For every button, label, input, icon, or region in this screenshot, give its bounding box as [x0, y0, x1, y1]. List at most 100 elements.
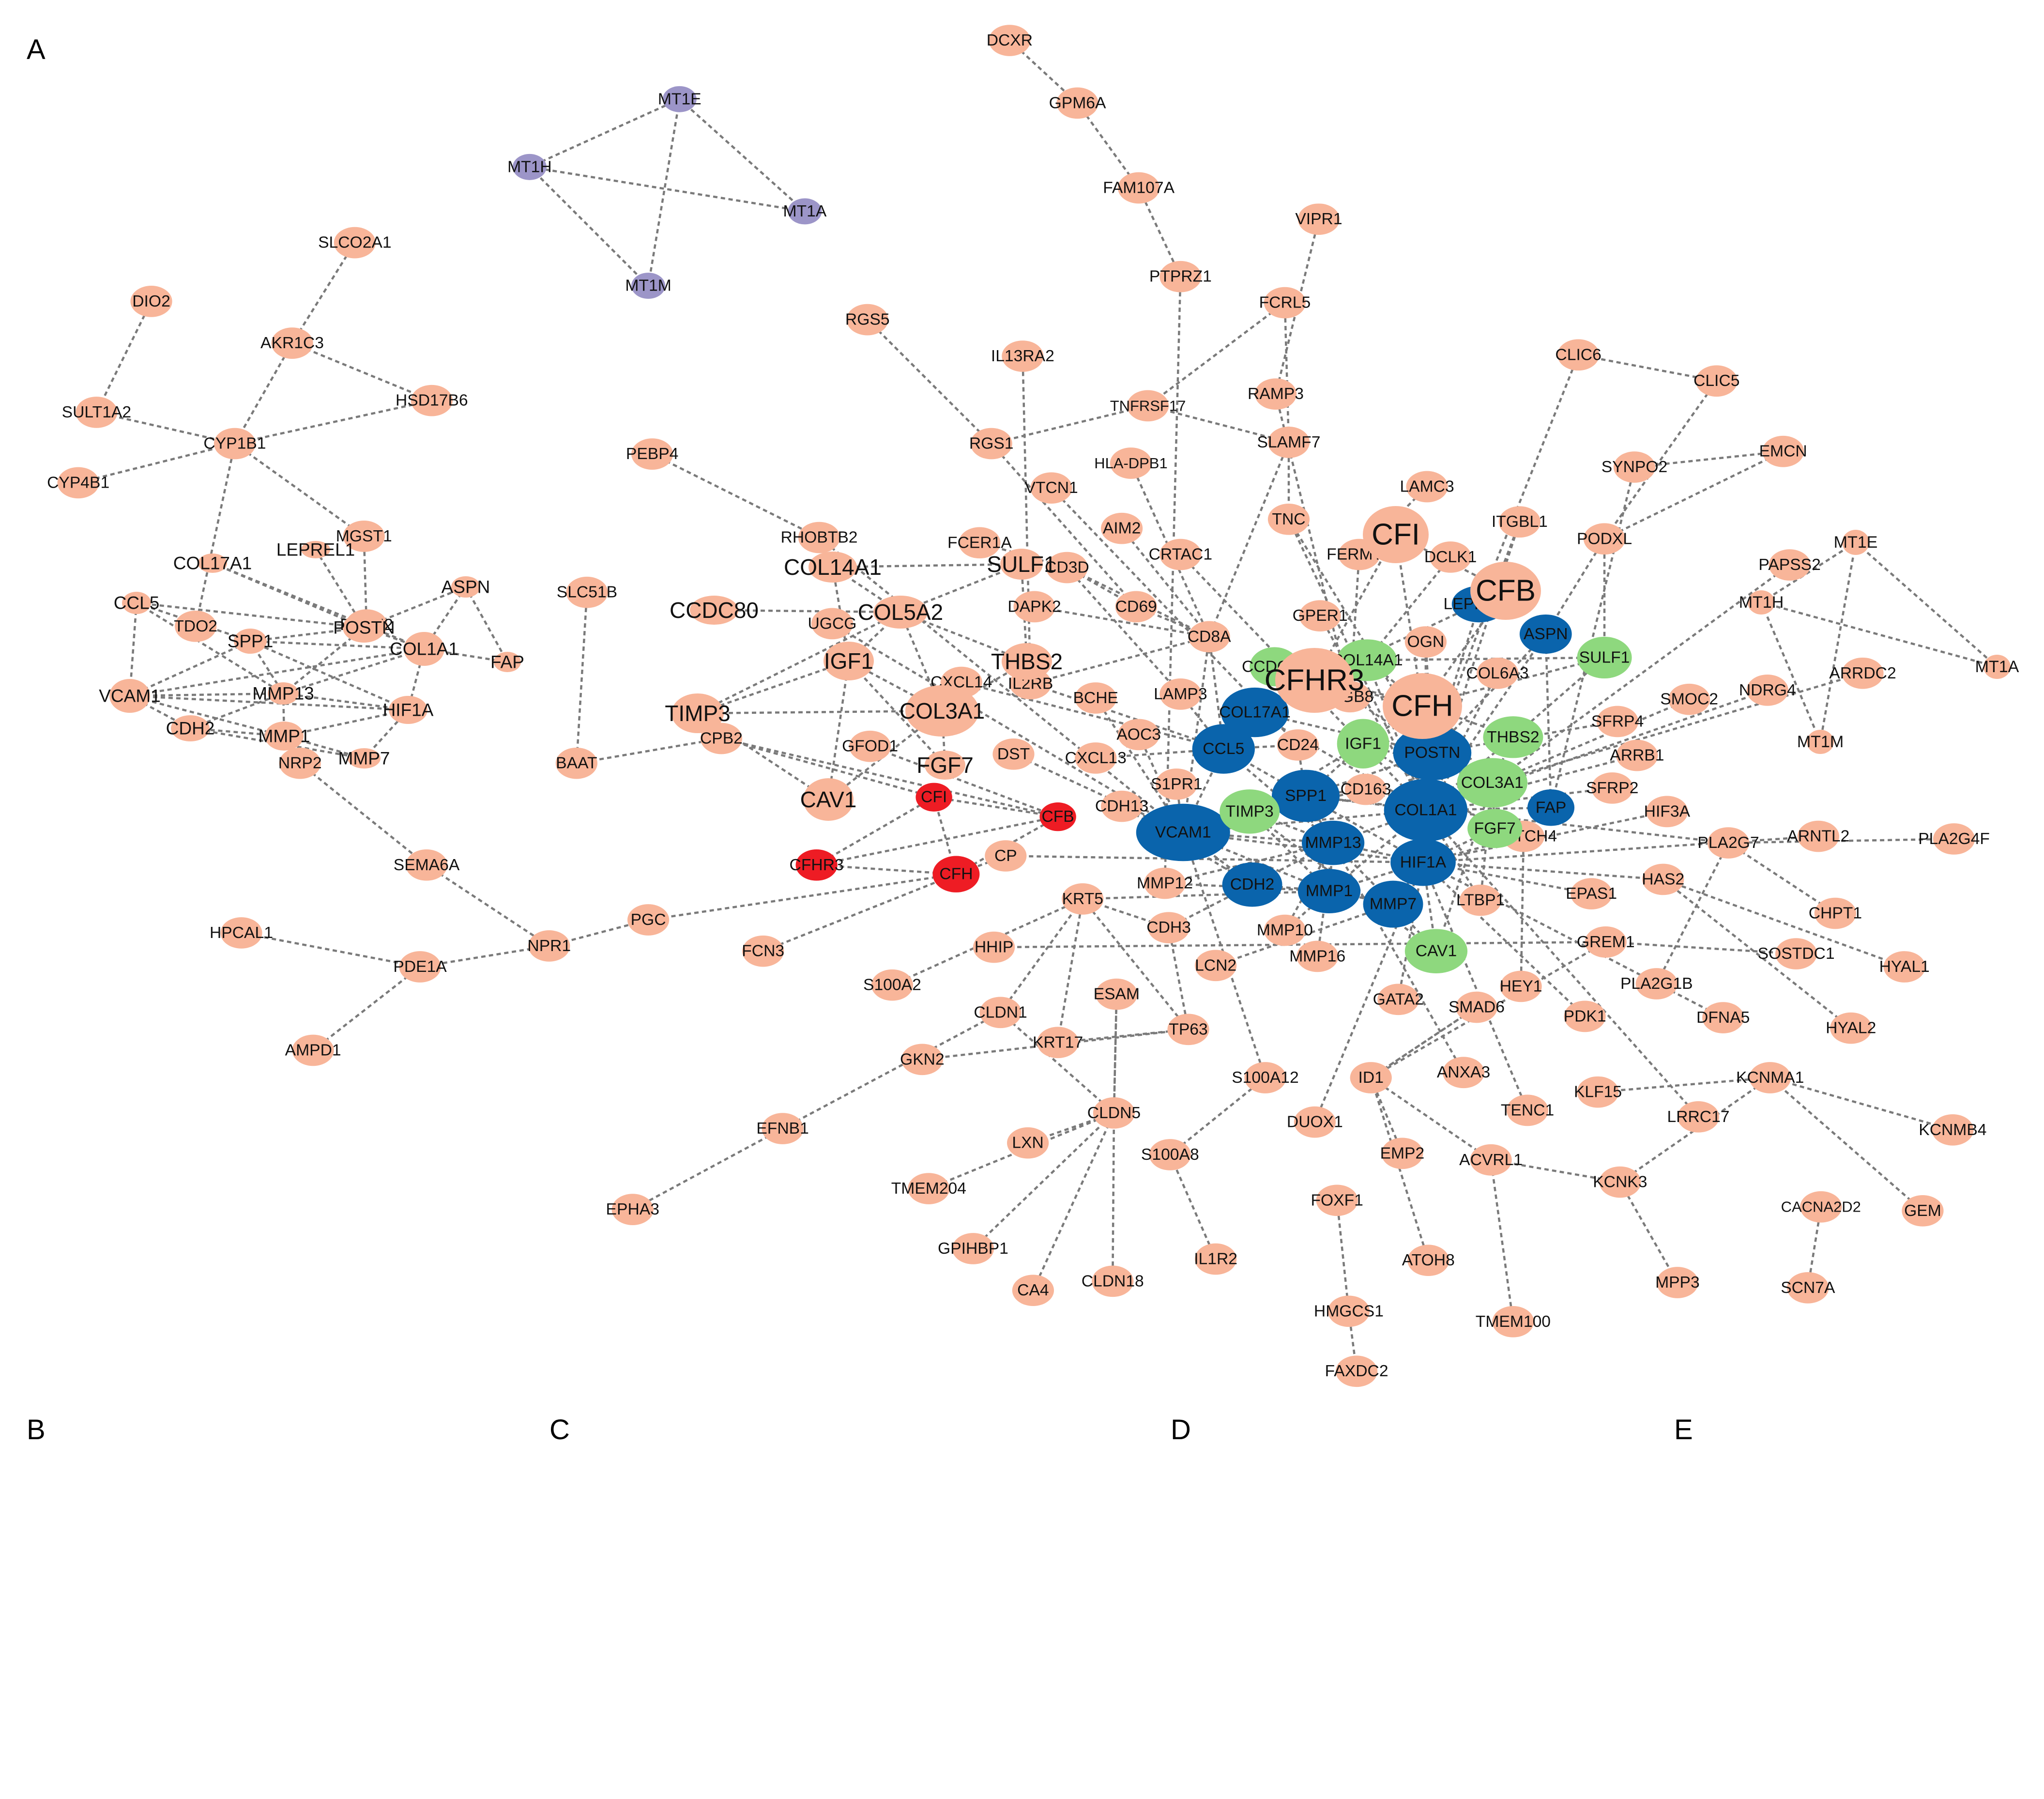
node-hif1a[interactable]: HIF1A: [1390, 839, 1456, 886]
node-sostdc1[interactable]: SOSTDC1: [1758, 938, 1835, 969]
node-grem1[interactable]: GREM1: [1577, 926, 1635, 958]
node-klf15[interactable]: KLF15: [1574, 1076, 1622, 1108]
node-mpp3[interactable]: MPP3: [1655, 1267, 1700, 1298]
node-fap[interactable]: FAP: [1527, 789, 1575, 826]
node-e-mt1a[interactable]: MT1A: [1975, 655, 2019, 679]
node-ogn[interactable]: OGN: [1404, 626, 1447, 658]
node-cdh3[interactable]: CDH3: [1146, 912, 1191, 943]
node-emcn[interactable]: EMCN: [1759, 435, 1807, 467]
node-mt1e[interactable]: MT1E: [658, 86, 702, 112]
node-c-fgf7[interactable]: FGF7: [916, 751, 974, 780]
node-gkn2[interactable]: GKN2: [900, 1044, 945, 1076]
node-d-cfb[interactable]: CFB: [1470, 562, 1541, 620]
node-mgst1[interactable]: MGST1: [336, 521, 392, 552]
node-b-mmp1[interactable]: MMP1: [259, 722, 310, 751]
node-thbs2[interactable]: THBS2: [1483, 716, 1543, 758]
node-gem[interactable]: GEM: [1902, 1195, 1944, 1227]
node-c-timp3[interactable]: TIMP3: [665, 693, 731, 733]
node-b-leprel1[interactable]: LEPREL1: [276, 540, 355, 560]
node-krt5[interactable]: KRT5: [1062, 883, 1104, 915]
node-gfod1[interactable]: GFOD1: [842, 730, 898, 762]
node-mmp13[interactable]: MMP13: [1301, 820, 1365, 865]
node-hif3a[interactable]: HIF3A: [1644, 796, 1691, 828]
node-mmp12[interactable]: MMP12: [1137, 867, 1193, 899]
node-epha3[interactable]: EPHA3: [606, 1194, 659, 1225]
node-timp3[interactable]: TIMP3: [1220, 789, 1280, 834]
node-b-col17a1[interactable]: COL17A1: [173, 554, 252, 573]
node-anxa3[interactable]: ANXA3: [1437, 1057, 1490, 1089]
node-atoh8[interactable]: ATOH8: [1402, 1245, 1455, 1276]
node-hey1[interactable]: HEY1: [1500, 970, 1542, 1002]
node-s100a8[interactable]: S100A8: [1141, 1139, 1199, 1170]
node-ptprz1[interactable]: PTPRZ1: [1149, 261, 1212, 292]
node-papss2[interactable]: PAPSS2: [1758, 549, 1821, 581]
node-fgf7[interactable]: FGF7: [1467, 809, 1523, 848]
node-slc51b[interactable]: SLC51B: [557, 576, 617, 608]
node-b-fap[interactable]: FAP: [490, 652, 524, 672]
node-clic5[interactable]: CLIC5: [1693, 365, 1739, 397]
node-akr1c3[interactable]: AKR1C3: [260, 327, 324, 359]
node-emp2[interactable]: EMP2: [1380, 1138, 1425, 1169]
node-cd3d[interactable]: CD3D: [1045, 552, 1089, 584]
node-ugcg[interactable]: UGCG: [808, 608, 856, 640]
node-cfh[interactable]: CFH: [932, 856, 980, 892]
node-dcxr[interactable]: DCXR: [987, 25, 1033, 56]
node-ccl5[interactable]: CCL5: [1192, 724, 1255, 774]
node-pde1a[interactable]: PDE1A: [393, 951, 447, 983]
node-kcnmb4[interactable]: KCNMB4: [1919, 1114, 1987, 1146]
node-spp1[interactable]: SPP1: [1271, 769, 1340, 822]
node-efnb1[interactable]: EFNB1: [756, 1113, 809, 1144]
node-krt17[interactable]: KRT17: [1033, 1027, 1083, 1059]
node-c-col3a1[interactable]: COL3A1: [900, 685, 985, 737]
node-pebp4[interactable]: PEBP4: [626, 438, 679, 470]
node-col6a3[interactable]: COL6A3: [1466, 657, 1529, 689]
node-cpb2[interactable]: CPB2: [700, 723, 743, 754]
node-e-mt1m[interactable]: MT1M: [1797, 730, 1844, 754]
node-pla2g7[interactable]: PLA2G7: [1697, 827, 1759, 859]
node-clic6[interactable]: CLIC6: [1555, 339, 1602, 371]
node-mmp7[interactable]: MMP7: [1363, 880, 1423, 928]
node-itgbl1[interactable]: ITGBL1: [1492, 506, 1548, 538]
node-s100a2[interactable]: S100A2: [863, 969, 921, 1001]
node-tenc1[interactable]: TENC1: [1501, 1094, 1554, 1126]
node-tnc[interactable]: TNC: [1267, 504, 1310, 535]
node-hpcal1[interactable]: HPCAL1: [210, 917, 273, 949]
node-duox1[interactable]: DUOX1: [1287, 1106, 1343, 1138]
node-hla-dpb1[interactable]: HLA-DPB1: [1094, 447, 1168, 479]
node-id1[interactable]: ID1: [1350, 1062, 1392, 1093]
node-col1a1[interactable]: COL1A1: [1384, 779, 1468, 842]
node-sfrp2[interactable]: SFRP2: [1586, 772, 1638, 804]
node-mmp1[interactable]: MMP1: [1297, 869, 1361, 914]
node-dst[interactable]: DST: [992, 738, 1035, 770]
node-scn7a[interactable]: SCN7A: [1781, 1272, 1835, 1304]
node-arrb1[interactable]: ARRB1: [1610, 739, 1664, 771]
node-b-aspn[interactable]: ASPN: [442, 576, 490, 598]
node-slamf7[interactable]: SLAMF7: [1257, 427, 1321, 458]
node-c-col5a2[interactable]: COL5A2: [858, 596, 943, 629]
node-hyal2[interactable]: HYAL2: [1826, 1012, 1876, 1044]
node-slco2a1[interactable]: SLCO2A1: [318, 227, 392, 259]
node-rhobtb2[interactable]: RHOBTB2: [781, 522, 858, 554]
node-d-cfi[interactable]: CFI: [1363, 506, 1429, 563]
node-cfb[interactable]: CFB: [1039, 802, 1076, 831]
node-fcer1a[interactable]: FCER1A: [947, 527, 1012, 559]
node-cfi[interactable]: CFI: [915, 783, 952, 812]
node-cav1[interactable]: CAV1: [1404, 929, 1468, 973]
node-cdh2[interactable]: CDH2: [1222, 862, 1282, 907]
node-tp63[interactable]: TP63: [1167, 1014, 1209, 1046]
node-cd163[interactable]: CD163: [1341, 773, 1391, 805]
node-cldn5[interactable]: CLDN5: [1087, 1097, 1141, 1129]
node-aim2[interactable]: AIM2: [1101, 512, 1143, 544]
node-b-postn[interactable]: POSTN: [333, 613, 395, 643]
node-chpt1[interactable]: CHPT1: [1809, 897, 1862, 929]
node-mmp10[interactable]: MMP10: [1257, 914, 1313, 946]
node-b-mmp13[interactable]: MMP13: [252, 682, 314, 705]
node-s1pr1[interactable]: S1PR1: [1151, 768, 1203, 800]
node-c-col14a1[interactable]: COL14A1: [784, 552, 882, 583]
node-dclk1[interactable]: DCLK1: [1424, 541, 1477, 573]
node-cp[interactable]: CP: [985, 840, 1027, 872]
node-pla2g1b[interactable]: PLA2G1B: [1620, 968, 1693, 999]
node-mt1m[interactable]: MT1M: [625, 273, 671, 299]
node-col17a1[interactable]: COL17A1: [1219, 687, 1291, 738]
node-gper1[interactable]: GPER1: [1293, 600, 1348, 632]
